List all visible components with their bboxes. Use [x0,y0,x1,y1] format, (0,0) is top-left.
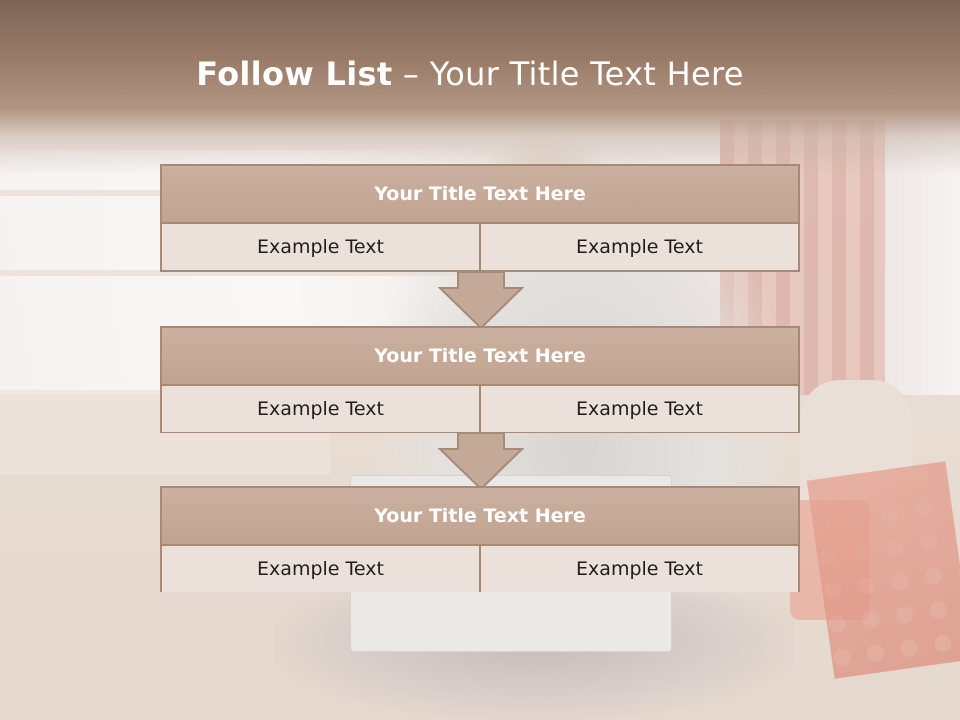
title-bold: Follow List [196,55,393,93]
step-box-3: Your Title Text Here Example Text Exampl… [160,486,800,592]
down-arrow-icon [438,271,524,330]
pillow [806,461,960,679]
down-arrow-icon [438,432,524,491]
step-cell-left: Example Text [162,386,479,432]
step-box-2: Your Title Text Here Example Text Exampl… [160,326,800,433]
step-cell-left: Example Text [162,224,479,270]
step-title: Your Title Text Here [162,328,798,386]
step-title: Your Title Text Here [162,166,798,224]
step-box-1: Your Title Text Here Example Text Exampl… [160,164,800,272]
step-row: Example Text Example Text [162,546,798,592]
step-title: Your Title Text Here [162,488,798,546]
step-row: Example Text Example Text [162,224,798,270]
step-cell-right: Example Text [479,386,798,432]
step-cell-right: Example Text [479,546,798,592]
step-row: Example Text Example Text [162,386,798,432]
step-cell-right: Example Text [479,224,798,270]
title-rest: – Your Title Text Here [392,55,744,93]
header-band [0,0,960,175]
slide-title: Follow List – Your Title Text Here [0,55,950,93]
step-cell-left: Example Text [162,546,479,592]
